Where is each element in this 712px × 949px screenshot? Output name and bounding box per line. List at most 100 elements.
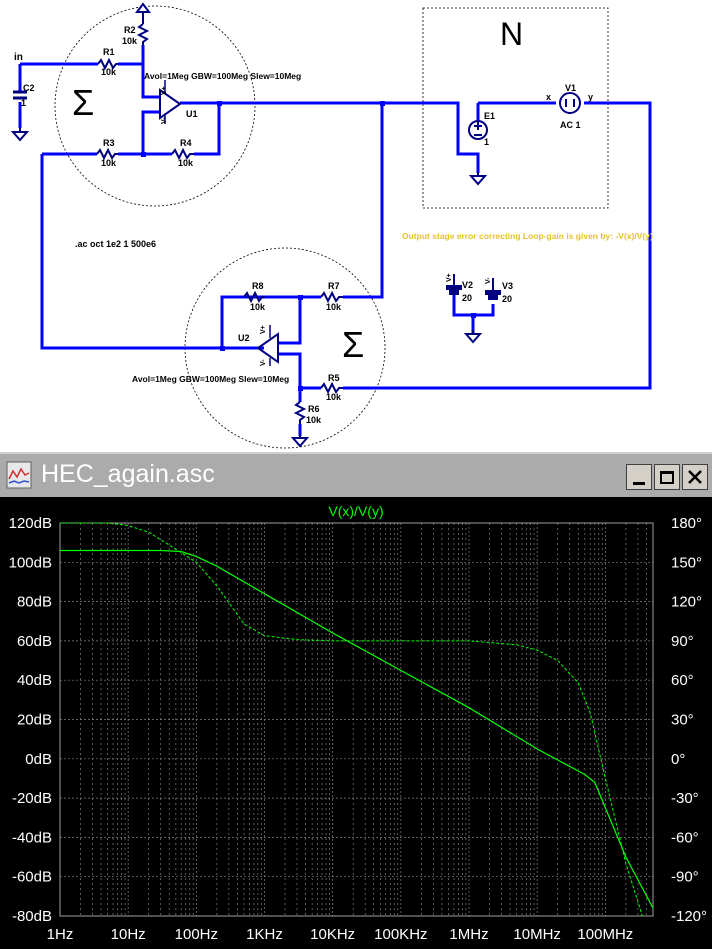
y-left-tick-label: 80dB — [17, 594, 52, 611]
y-right-tick-label: -90° — [671, 869, 699, 886]
y-left-tick-label: -80dB — [12, 908, 52, 925]
magnitude-trace[interactable] — [60, 549, 654, 909]
maximize-button[interactable] — [654, 464, 680, 490]
u2-name: U2 — [238, 333, 250, 343]
trace-label[interactable]: V(x)/V(y) — [328, 503, 383, 519]
phase-trace[interactable] — [60, 522, 643, 917]
x-tick-label: 10KHz — [310, 926, 355, 943]
u1-vminus-label: V- — [161, 117, 168, 124]
y-axis-left-ticks: 120dB100dB80dB60dB40dB20dB0dB-20dB-40dB-… — [9, 515, 52, 925]
r8-value: 10k — [250, 302, 266, 312]
y-left-tick-label: 60dB — [17, 633, 52, 650]
u1-vplus-label: V+ — [161, 86, 168, 95]
e1-value: 1 — [484, 137, 489, 147]
v3-value: 20 — [502, 294, 512, 304]
y-right-tick-label: -30° — [671, 790, 699, 807]
n-block-box — [422, 7, 609, 209]
v2-vplus-label: V+ — [446, 273, 453, 282]
minimize-icon — [633, 481, 645, 485]
x-tick-label: 100KHz — [374, 926, 427, 943]
y-right-tick-label: 150° — [671, 554, 702, 571]
e1-name: E1 — [484, 111, 495, 121]
source-v2[interactable] — [446, 274, 462, 295]
junctions — [141, 101, 476, 391]
r1-value: 10k — [101, 67, 117, 77]
close-button[interactable] — [682, 464, 708, 490]
resistor-r5[interactable] — [320, 381, 343, 395]
r5-name: R5 — [328, 373, 340, 383]
close-icon — [688, 470, 702, 484]
r7-value: 10k — [326, 302, 342, 312]
x-tick-label: 1MHz — [449, 926, 488, 943]
r3-name: R3 — [103, 138, 115, 148]
y-right-tick-label: 180° — [671, 515, 702, 532]
x-tick-label: 1Hz — [47, 926, 74, 943]
ground-supply — [465, 329, 481, 343]
r1-name: R1 — [103, 47, 115, 57]
c2-name: C2 — [23, 83, 35, 93]
schematic-canvas[interactable]: in C2 1 R1 10k R2 10k R3 10k R4 10k Avol… — [0, 0, 712, 452]
n-block-label: N — [500, 16, 523, 52]
u1-params: Avol=1Meg GBW=100Meg Slew=10Meg — [144, 71, 301, 81]
x-tick-label: 10Hz — [111, 926, 146, 943]
ground-r6 — [292, 433, 308, 447]
r2-name: R2 — [124, 25, 136, 35]
window-titlebar[interactable]: HEC_again.asc — [0, 452, 712, 497]
sum-group-1-circle — [54, 5, 256, 207]
source-v3[interactable] — [485, 278, 501, 300]
u2-params: Avol=1Meg GBW=100Meg Slew=10Meg — [132, 374, 289, 384]
y-right-tick-label: 60° — [671, 672, 694, 689]
net-label-y: y — [588, 92, 593, 102]
x-tick-label: 100MHz — [577, 926, 633, 943]
r3-value: 10k — [101, 158, 117, 168]
net-label-x: x — [546, 92, 551, 102]
resistor-r1[interactable] — [97, 57, 118, 71]
r4-value: 10k — [178, 158, 194, 168]
capacitor-c2[interactable] — [13, 90, 27, 100]
plot-grid — [59, 522, 654, 917]
r5-value: 10k — [326, 392, 342, 402]
resistor-r8[interactable] — [243, 290, 265, 304]
supply-arrow-r2 — [135, 2, 151, 13]
r7-name: R7 — [328, 281, 340, 291]
u2-vminus-label: V- — [260, 359, 267, 366]
r6-name: R6 — [308, 404, 320, 414]
resistor-r6[interactable] — [293, 401, 307, 424]
c2-value: 1 — [21, 98, 26, 108]
y-right-tick-label: 30° — [671, 712, 694, 729]
y-left-tick-label: 120dB — [9, 515, 52, 532]
opamp-u1[interactable] — [159, 80, 182, 124]
v2-name: V2 — [462, 280, 473, 290]
minimize-button[interactable] — [626, 464, 652, 490]
sum-symbol-2: Σ — [342, 324, 364, 365]
source-e1[interactable] — [468, 120, 488, 140]
resistor-r2[interactable] — [136, 23, 150, 45]
u2-vplus-label: V+ — [260, 325, 267, 334]
x-tick-label: 1KHz — [246, 926, 283, 943]
v2-value: 20 — [462, 293, 472, 303]
maximize-icon — [660, 470, 674, 484]
ground-c2 — [12, 127, 28, 141]
resistor-r7[interactable] — [320, 290, 343, 304]
waveform-app-icon — [6, 461, 32, 489]
v1-name: V1 — [565, 83, 576, 93]
y-left-tick-label: -60dB — [12, 869, 52, 886]
y-right-tick-label: 120° — [671, 594, 702, 611]
net-label-in: in — [14, 52, 23, 63]
y-left-tick-label: 20dB — [17, 712, 52, 729]
y-right-tick-label: -120° — [671, 908, 707, 925]
y-left-tick-label: 0dB — [25, 751, 52, 768]
v3-vminus-label: V- — [485, 277, 492, 284]
resistor-r4[interactable] — [171, 147, 194, 161]
sum-symbol-1: Σ — [72, 82, 94, 123]
opamp-u2[interactable] — [256, 325, 279, 366]
plot-frame — [59, 522, 654, 917]
y-left-tick-label: -40dB — [12, 829, 52, 846]
x-tick-label: 10MHz — [513, 926, 561, 943]
r8-name: R8 — [252, 281, 264, 291]
resistor-r3[interactable] — [96, 147, 118, 161]
v1-value: AC 1 — [560, 120, 581, 130]
source-v1[interactable] — [559, 92, 581, 114]
